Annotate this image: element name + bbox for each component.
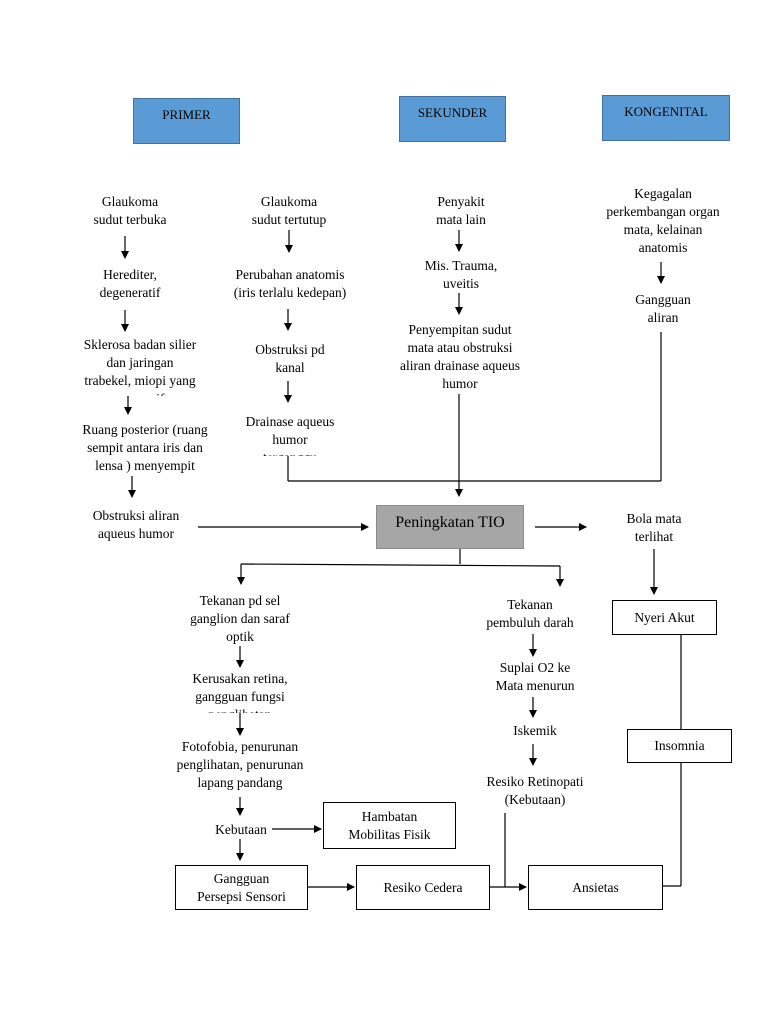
header-sekunder: SEKUNDER <box>399 96 506 142</box>
box-ansietas: Ansietas <box>528 865 663 910</box>
node-glaukoma-sudut-terbuka: Glaukoma sudut terbuka <box>93 194 167 227</box>
box-resiko-cedera: Resiko Cedera <box>356 865 490 910</box>
node-sklerosa: Sklerosa badan silier dan jaringan trabe… <box>83 337 197 396</box>
node-glaukoma-sudut-tertutup: Glaukoma sudut tertutup <box>251 194 327 227</box>
node-penyakit-mata-lain: Penyakit mata lain <box>436 194 486 227</box>
node-iskemik: Iskemik <box>513 723 557 738</box>
node-mis-trauma: Mis. Trauma, uveitis <box>424 258 498 291</box>
node-perubahan-anatomis: Perubahan anatomis (iris terlalu kedepan… <box>233 267 347 300</box>
node-obstruksi-aliran: Obstruksi aliran aqueus humor <box>92 508 180 541</box>
node-suplai-o2: Suplai O2 ke Mata menurun <box>495 660 575 693</box>
node-gangguan-aliran: Gangguan aliran <box>635 292 691 325</box>
header-kongenital: KONGENITAL <box>602 95 730 141</box>
node-drainase-aqueus: Drainase aqueus humor terganggu <box>245 414 335 456</box>
node-kerusakan-retina: Kerusakan retina, gangguan fungsi pengli… <box>192 671 288 713</box>
node-ruang-posterior: Ruang posterior (ruang sempit antara iri… <box>82 422 208 473</box>
header-primer: PRIMER <box>133 98 240 144</box>
node-penyempitan-sudut: Penyempitan sudut mata atau obstruksi al… <box>400 322 520 391</box>
node-obstruksi-kanal: Obstruksi pd kanal <box>255 342 325 375</box>
node-kegagalan-perkembangan: Kegagalan perkembangan organ mata, kelai… <box>606 186 720 255</box>
box-hambatan-mobilitas-fisik: Hambatan Mobilitas Fisik <box>323 802 456 849</box>
box-gangguan-persepsi-sensori: Gangguan Persepsi Sensori <box>175 865 308 910</box>
node-kebutaan: Kebutaan <box>215 822 267 837</box>
node-peningkatan-tio: Peningkatan TIO <box>376 505 524 549</box>
box-nyeri-akut: Nyeri Akut <box>612 600 717 635</box>
node-bola-mata-terlihat: Bola mata terlihat <box>626 511 682 544</box>
node-tekanan-sel-ganglion: Tekanan pd sel ganglion dan saraf optik <box>190 593 290 644</box>
node-tekanan-pembuluh-darah: Tekanan pembuluh darah <box>486 597 574 630</box>
node-fotofobia: Fotofobia, penurunan penglihatan, penuru… <box>176 739 304 790</box>
box-insomnia: Insomnia <box>627 729 732 763</box>
line <box>240 563 561 567</box>
node-resiko-retinopati: Resiko Retinopati (Kebutaan) <box>486 774 584 807</box>
node-herediter: Herediter, degeneratif <box>99 267 161 300</box>
